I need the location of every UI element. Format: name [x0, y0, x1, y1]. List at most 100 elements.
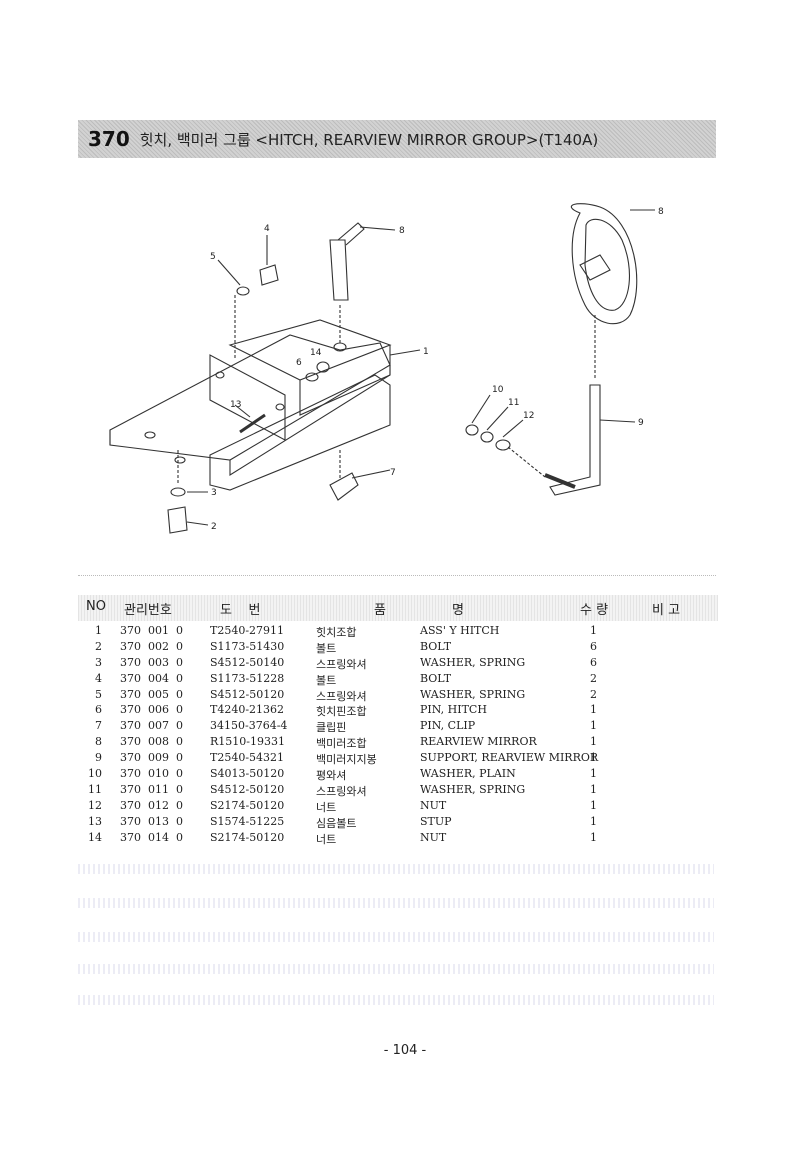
row-code: 370 013 0 — [120, 814, 183, 828]
table-row: 11 370 011 0 S4512-50120 스프링와셔 WASHER, SPRIN… — [78, 783, 718, 799]
row-code: 370 011 0 — [120, 782, 183, 796]
diagram-callouts: 4 5 8 8 1 6 14 13 3 2 7 9 10 11 12 — [210, 207, 664, 532]
row-part-number: T2540-54321 — [210, 751, 285, 765]
row-name-en: WASHER, SPRING — [420, 687, 526, 701]
rearview-mirror — [571, 203, 638, 325]
row-part-number: S1173-51430 — [210, 639, 285, 653]
callout-9: 9 — [638, 418, 644, 428]
row-name-kr: 힛치핀조합 — [316, 705, 367, 719]
row-name-kr: 볼트 — [316, 641, 337, 655]
row-part-number: S4512-50120 — [210, 687, 285, 701]
hitch-pin — [329, 239, 349, 301]
row-name-kr: 스프링와셔 — [316, 689, 367, 703]
row-qty: 1 — [590, 798, 597, 812]
row-name-kr: 너트 — [316, 800, 337, 814]
section-title: 힛치, 백미러 그룹 <HITCH, REARVIEW MIRROR GROUP… — [139, 130, 599, 149]
hitch-base-plate — [109, 334, 391, 461]
row-name-kr: 클립핀 — [316, 721, 347, 735]
row-no: 6 — [95, 703, 102, 717]
row-code: 370 004 0 — [120, 671, 183, 685]
row-name-en: REARVIEW MIRROR — [420, 735, 537, 749]
row-no: 12 — [88, 798, 102, 812]
row-no: 7 — [95, 719, 102, 733]
stud-13 — [239, 413, 266, 434]
callout-1: 1 — [423, 347, 429, 357]
parts-table-header: NO 관리번호 도 번 품 명 수 량 비 고 — [78, 595, 718, 621]
row-name-en: WASHER, SPRING — [420, 782, 526, 796]
washer-3 — [170, 487, 186, 497]
row-part-number: S2174-50120 — [210, 798, 285, 812]
header-remark: 비 고 — [652, 603, 681, 618]
row-part-number: T2540-27911 — [210, 624, 285, 637]
row-code: 370 014 0 — [120, 830, 183, 844]
scan-noise-band — [78, 995, 714, 1005]
section-number: 370 — [88, 127, 130, 151]
row-qty: 1 — [590, 814, 597, 828]
row-name-en: WASHER, PLAIN — [420, 767, 516, 781]
header-name-kr: 품 — [374, 603, 386, 618]
row-name-en: WASHER, SPRING — [420, 655, 526, 669]
page-number: - 104 - — [383, 1043, 427, 1058]
row-code: 370 005 0 — [120, 687, 183, 701]
row-part-number: S2174-50120 — [210, 830, 285, 844]
row-name-kr: 스프링와셔 — [316, 657, 367, 671]
row-name-en: NUT — [420, 830, 447, 844]
row-name-en: ASS' Y HITCH — [420, 624, 500, 637]
row-name-kr: 평와셔 — [316, 769, 347, 783]
parts-exploded-diagram: 4 5 8 8 1 6 14 13 3 2 7 9 10 11 12 — [109, 203, 664, 534]
row-code: 370 012 0 — [120, 798, 183, 812]
bolt-4 — [259, 264, 279, 286]
row-part-number: S1574-51225 — [210, 814, 285, 828]
row-no: 14 — [88, 830, 102, 844]
washer-5 — [236, 286, 250, 296]
callout-14: 14 — [310, 348, 322, 358]
callout-7: 7 — [390, 468, 396, 478]
row-no: 4 — [95, 671, 102, 685]
row-qty: 2 — [590, 671, 597, 685]
nut-12 — [495, 439, 511, 451]
section-title-bar: 370 힛치, 백미러 그룹 <HITCH, REARVIEW MIRROR G… — [78, 120, 716, 158]
scan-noise-band — [78, 898, 714, 908]
header-code: 관리번호 — [124, 603, 172, 618]
washer-middle — [305, 372, 319, 382]
header-name-en: 명 — [452, 603, 464, 618]
row-qty: 1 — [590, 751, 597, 765]
row-part-number: S4512-50120 — [210, 782, 285, 796]
row-code: 370 009 0 — [120, 751, 183, 765]
row-no: 1 — [95, 624, 102, 637]
header-qty: 수 량 — [580, 603, 609, 618]
nut-14 — [316, 361, 330, 373]
callout-13: 13 — [230, 400, 241, 410]
row-name-en: BOLT — [420, 671, 452, 685]
row-name-kr: 백미러조합 — [316, 737, 367, 751]
row-part-number: S4512-50140 — [210, 655, 285, 669]
row-part-number: R1510-19331 — [210, 735, 285, 749]
mirror-support-rod — [549, 384, 601, 496]
row-qty: 1 — [590, 782, 597, 796]
scan-noise-band — [78, 932, 714, 942]
row-code: 370 001 0 — [120, 624, 183, 637]
row-name-kr: 스프링와셔 — [316, 784, 367, 798]
callout-2: 2 — [211, 522, 217, 532]
row-name-kr: 심음볼트 — [316, 816, 357, 830]
row-part-number: S4013-50120 — [210, 767, 285, 781]
callout-8: 8 — [399, 226, 405, 236]
scan-noise-band — [78, 964, 714, 974]
callout-8-mirror: 8 — [658, 207, 664, 217]
row-part-number: S1173-51228 — [210, 671, 285, 685]
row-qty: 1 — [590, 719, 597, 733]
row-no: 11 — [88, 782, 102, 796]
row-no: 9 — [95, 751, 102, 765]
row-qty: 2 — [590, 687, 597, 701]
row-code: 370 003 0 — [120, 655, 183, 669]
